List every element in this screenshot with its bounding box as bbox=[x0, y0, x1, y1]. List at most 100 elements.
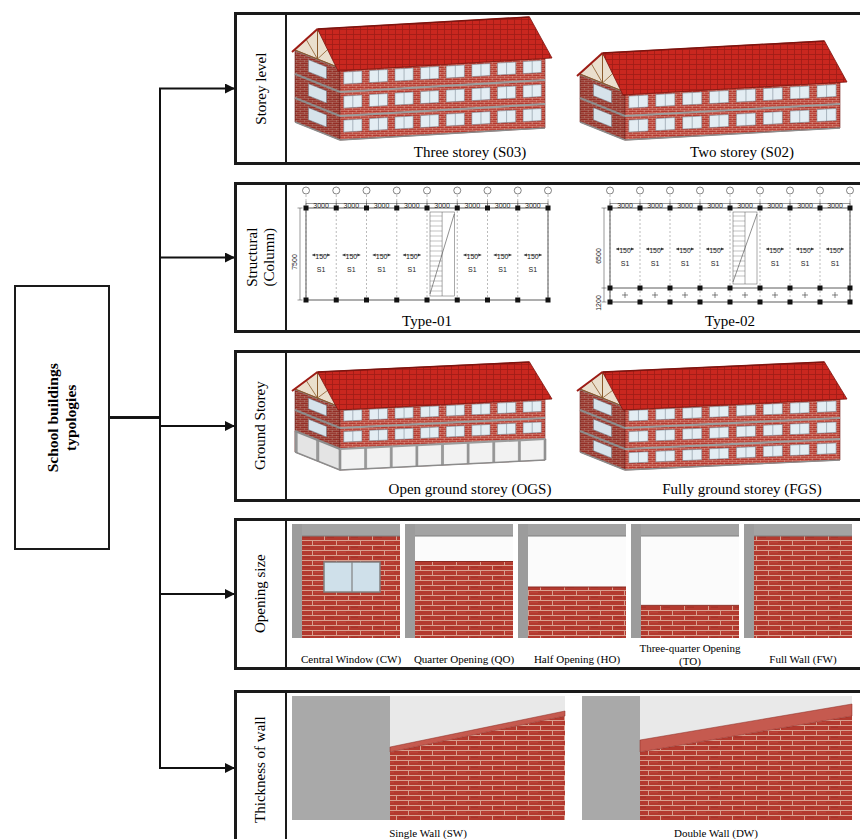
column-section bbox=[638, 300, 643, 305]
dimension-tick bbox=[610, 201, 611, 206]
window-frame bbox=[455, 90, 456, 102]
floor-slab bbox=[625, 104, 840, 116]
column-section bbox=[394, 206, 399, 211]
beam-edge bbox=[415, 536, 513, 537]
column-section bbox=[848, 286, 853, 291]
window-frame bbox=[799, 403, 800, 414]
window bbox=[736, 447, 755, 458]
stair-tread bbox=[733, 221, 745, 222]
window bbox=[369, 408, 387, 419]
floor-slab bbox=[295, 74, 340, 92]
window-frame bbox=[826, 443, 827, 454]
connector bbox=[110, 258, 234, 418]
caption: Open ground storey (OGS) bbox=[389, 481, 552, 498]
window bbox=[763, 424, 782, 435]
window bbox=[629, 410, 648, 421]
window bbox=[395, 407, 413, 418]
ridge bbox=[603, 41, 825, 53]
column-section bbox=[638, 206, 643, 211]
slab-label: S1 bbox=[317, 266, 326, 274]
column-section bbox=[818, 206, 823, 211]
grid-bubble bbox=[484, 187, 491, 194]
window-frame bbox=[719, 91, 720, 103]
column-section bbox=[698, 206, 703, 211]
window-frame bbox=[665, 430, 666, 441]
wall-ground bbox=[518, 524, 626, 638]
window-frame bbox=[378, 430, 379, 441]
floor-slab bbox=[625, 439, 840, 449]
window bbox=[656, 429, 675, 440]
dimension-tick bbox=[396, 201, 397, 206]
connector bbox=[110, 418, 234, 769]
span-arrow-head bbox=[373, 254, 376, 257]
window bbox=[446, 113, 464, 126]
window-frame bbox=[772, 88, 773, 100]
window-frame bbox=[429, 427, 430, 438]
category-panel: Opening size bbox=[234, 518, 860, 670]
window-frame bbox=[799, 424, 800, 435]
dimension-tick bbox=[602, 208, 607, 209]
dimension-tick bbox=[670, 201, 671, 206]
window bbox=[790, 402, 809, 413]
beam bbox=[405, 524, 513, 536]
slab-thickness: 150 bbox=[649, 247, 661, 255]
window-frame bbox=[692, 408, 693, 419]
dimension-tick bbox=[602, 288, 607, 289]
dimension-tick bbox=[850, 201, 851, 206]
window-frame bbox=[665, 118, 666, 130]
panel-heading: Ground Storey bbox=[252, 358, 269, 494]
column bbox=[518, 524, 528, 638]
column bbox=[317, 440, 319, 462]
span-arrow-head bbox=[631, 248, 634, 251]
window-frame bbox=[772, 446, 773, 457]
dimension-line bbox=[300, 208, 301, 300]
grid-line bbox=[306, 195, 307, 300]
span-arrow-head bbox=[796, 248, 799, 251]
caption: Central Window (CW) bbox=[294, 653, 408, 666]
slab-thickness: 150 bbox=[406, 253, 418, 261]
window-frame bbox=[719, 448, 720, 459]
column-section bbox=[788, 286, 793, 291]
cross-mark bbox=[625, 292, 626, 298]
window-frame bbox=[826, 109, 827, 121]
window bbox=[369, 429, 387, 440]
slab-label: S1 bbox=[711, 260, 720, 268]
plinth bbox=[340, 128, 545, 140]
grid-line bbox=[517, 195, 518, 300]
slab-thickness: 150 bbox=[497, 253, 509, 261]
span-arrow-head bbox=[524, 254, 527, 257]
grid-bubble bbox=[303, 187, 310, 194]
window bbox=[736, 113, 755, 126]
column-section bbox=[485, 206, 490, 211]
brick-infill bbox=[528, 536, 626, 638]
caption: Two storey (S02) bbox=[690, 144, 794, 161]
truss bbox=[602, 372, 603, 398]
window-frame bbox=[352, 96, 353, 108]
window-frame bbox=[692, 429, 693, 440]
slab-label: S1 bbox=[651, 260, 660, 268]
slab-thickness: 150 bbox=[346, 253, 358, 261]
window-frame bbox=[480, 88, 481, 100]
window bbox=[446, 426, 464, 437]
window bbox=[472, 112, 490, 125]
window bbox=[395, 116, 413, 129]
roof-edge bbox=[292, 29, 318, 52]
window bbox=[446, 89, 464, 102]
column-section bbox=[728, 300, 733, 305]
dimension-label: 3000 bbox=[374, 202, 390, 210]
column-section bbox=[848, 206, 853, 211]
brick-infill bbox=[641, 536, 739, 638]
panel-heading: Thickness of wall bbox=[252, 700, 269, 839]
window bbox=[736, 89, 755, 102]
beam bbox=[518, 524, 626, 536]
window bbox=[817, 85, 836, 98]
dimension-label: 3000 bbox=[313, 202, 329, 210]
caption: Fully ground storey (FGS) bbox=[662, 481, 822, 498]
column-section bbox=[728, 286, 733, 291]
grid-bubble bbox=[817, 187, 824, 194]
window-frame bbox=[506, 111, 507, 123]
truss bbox=[603, 390, 614, 399]
window bbox=[817, 422, 836, 433]
category-panel: Thickness of wall bbox=[234, 690, 860, 839]
span-arrow-head bbox=[721, 248, 724, 251]
